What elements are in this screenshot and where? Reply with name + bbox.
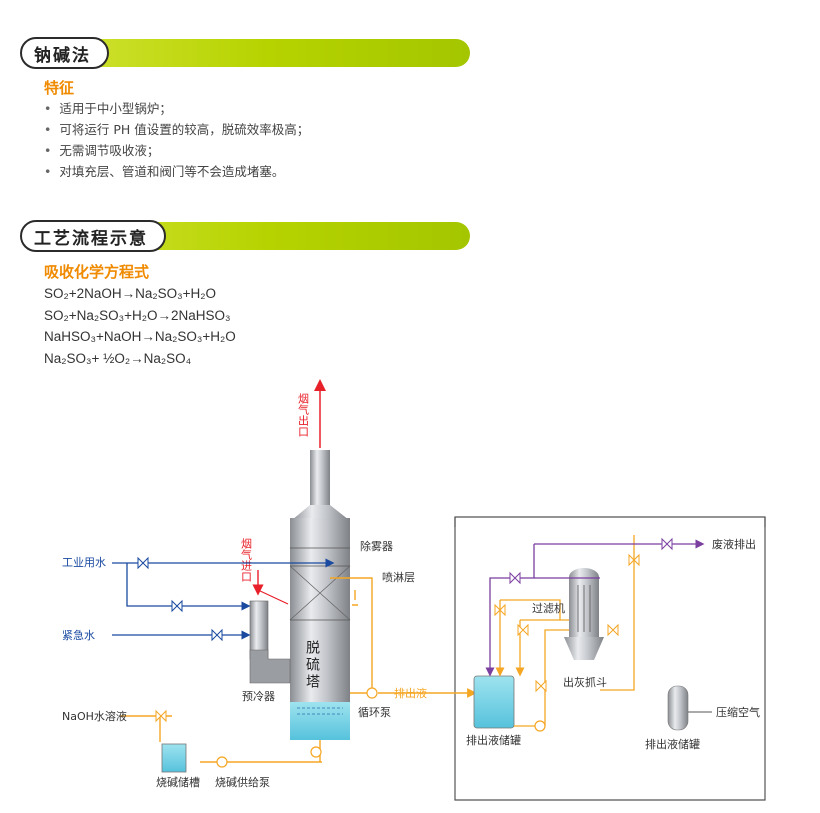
ash-grab-label: 出灰抓斗 (563, 675, 607, 689)
waste-discharge-label: 废液排出 (712, 537, 756, 551)
equation: SO₂+2NaOH→Na₂SO₃+H₂O (44, 286, 217, 301)
filter-label: 过滤机 (532, 601, 565, 615)
flue-inlet-label: 烟气进口 (240, 537, 253, 582)
section-title: 钠碱法 (20, 37, 109, 69)
demister-label: 除雾器 (360, 539, 393, 553)
list-item: 适用于中小型锅炉； (44, 98, 309, 119)
equation: SO₂+Na₂SO₃+H₂O→2NaHSO₃ (44, 307, 231, 323)
list-item: 可将运行 PH 值设置的较高，脱硫效率极高； (44, 119, 309, 140)
filter-unit (564, 568, 604, 660)
discharge-tank-2-label: 排出液储罐 (645, 737, 700, 751)
naoh-solution-label: NaOH水溶液 (62, 709, 127, 723)
emergency-water-label: 紧急水 (62, 628, 95, 642)
discharge-liquid-label: 排出液 (394, 686, 427, 700)
section-title: 工艺流程示意 (20, 220, 166, 252)
caustic-pump-label: 烧碱供给泵 (215, 775, 270, 789)
list-item: 无需调节吸收液； (44, 140, 309, 161)
desulfurization-tower (289, 450, 351, 740)
discharge-tank-label: 排出液储罐 (466, 733, 521, 747)
features-heading: 特征 (44, 79, 75, 97)
equation: Na₂SO₃+ ½O₂→Na₂SO₄ (44, 350, 192, 366)
tower-label: 脱硫塔 (304, 640, 320, 691)
section-header-process: 工艺流程示意 (20, 220, 470, 252)
equation: NaHSO₃+NaOH→Na₂SO₃+H₂O (44, 329, 236, 344)
spray-layer-label: 喷淋层 (382, 571, 415, 584)
equations-list: SO₂+2NaOH→Na₂SO₃+H₂O SO₂+Na₂SO₃+H₂O→2NaH… (44, 283, 236, 369)
precooler (249, 600, 291, 684)
caustic-tank (161, 743, 187, 773)
equipment-frame (454, 516, 766, 801)
caustic-tank-label: 烧碱储槽 (156, 775, 200, 789)
section-header-sodium: 钠碱法 (20, 37, 470, 69)
compressed-air-tank (667, 685, 689, 731)
list-item: 对填充层、管道和阀门等不会造成堵塞。 (44, 161, 309, 182)
discharge-tank (473, 675, 515, 729)
industrial-water-label: 工业用水 (62, 556, 106, 569)
circulation-pump-label: 循环泵 (358, 706, 391, 719)
precooler-label: 预冷器 (242, 690, 275, 703)
equations-heading: 吸收化学方程式 (44, 263, 150, 281)
compressed-air-label: 压缩空气 (716, 705, 760, 719)
features-list: 适用于中小型锅炉； 可将运行 PH 值设置的较高，脱硫效率极高； 无需调节吸收液… (44, 98, 309, 182)
flue-outlet-label: 烟气出口 (297, 392, 310, 437)
